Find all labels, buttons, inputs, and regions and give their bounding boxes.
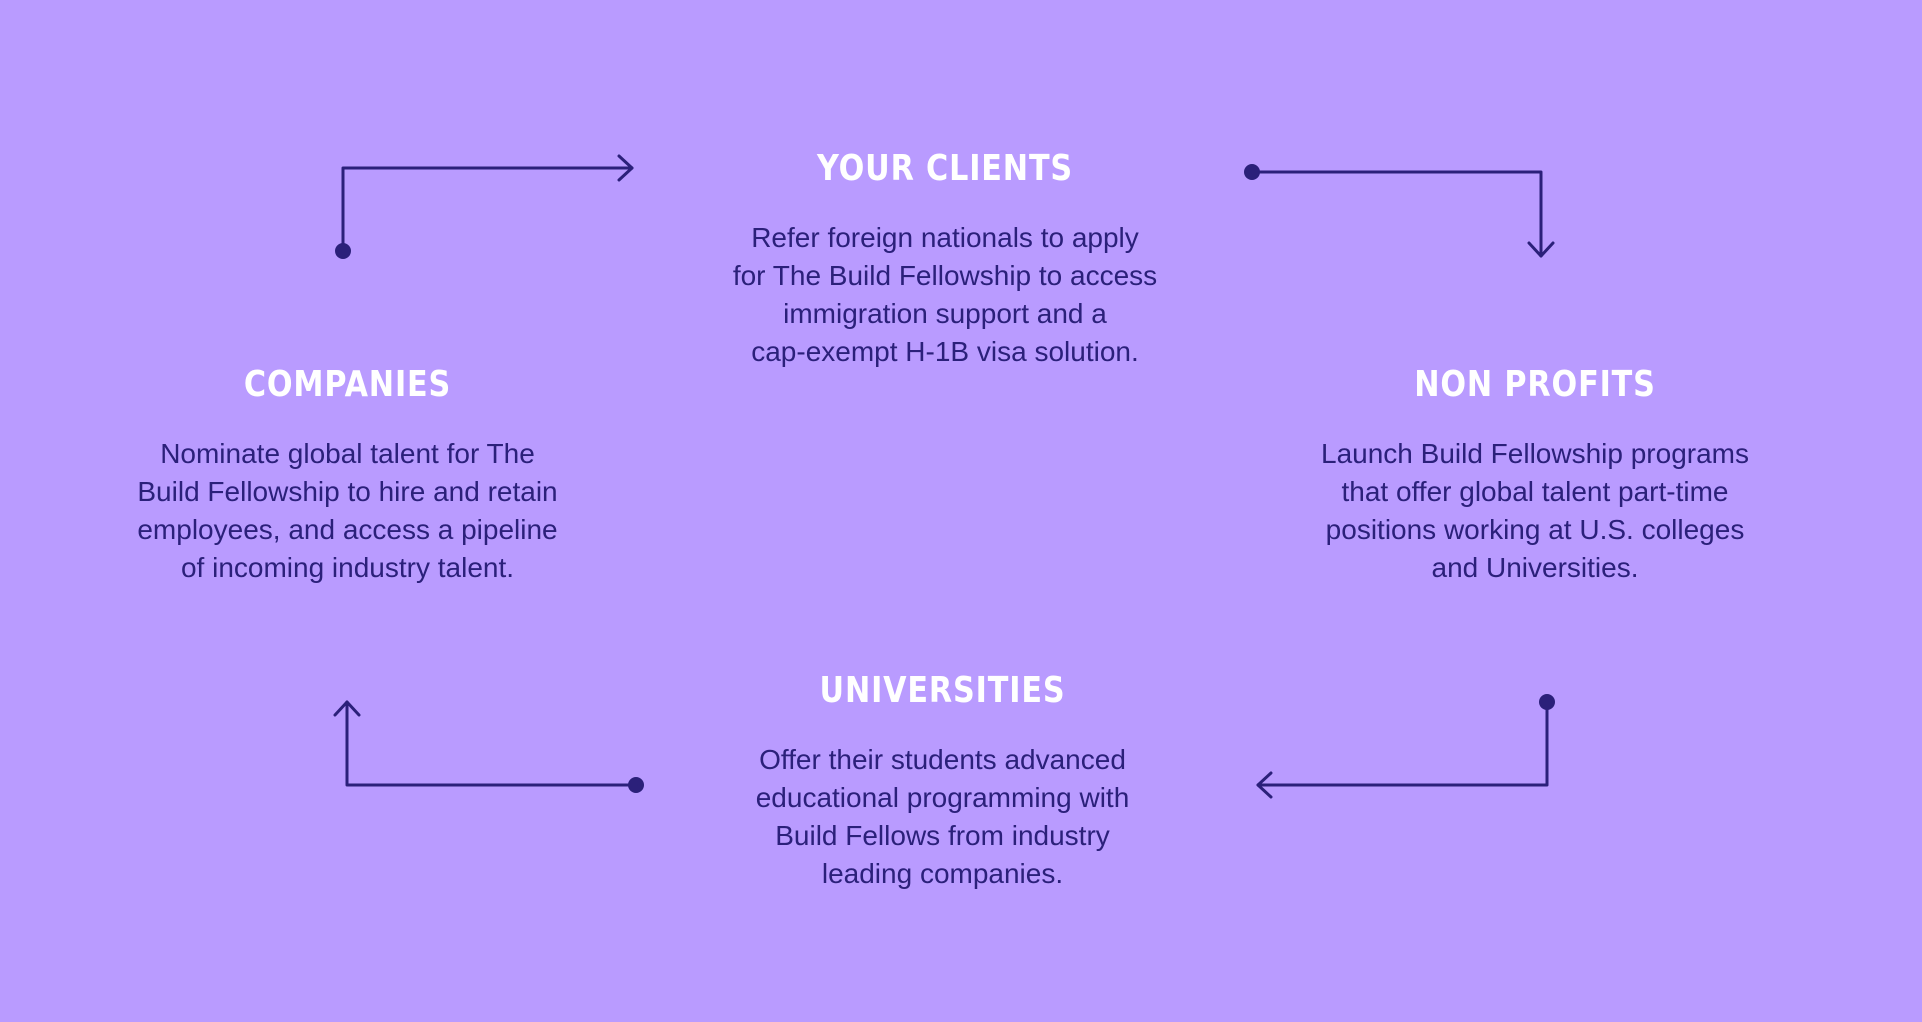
companies-node: COMPANIES Nominate global talent for The… [110,363,585,587]
companies-title: COMPANIES [243,364,452,405]
universities-description-line-4: leading companies. [821,858,1064,889]
non-profits-node: NON PROFITS Launch Build Fellowship prog… [1285,363,1785,587]
universities-description-line-1: Offer their students advanced [759,744,1126,775]
non-profits-description-line-3: positions working at U.S. colleges [1325,514,1745,545]
universities-title: UNIVERSITIES [819,670,1066,711]
your-clients-description-line-3: immigration support and a [783,298,1107,329]
non-profits-title: NON PROFITS [1414,364,1656,405]
companies-description: Nominate global talent for The Build Fel… [110,435,585,587]
your-clients-description-line-1: Refer foreign nationals to apply [751,222,1139,253]
your-clients-to-non-profits-arrow [1244,164,1555,258]
non-profits-description-line-4: and Universities. [1431,552,1639,583]
companies-to-your-clients-arrow [335,154,634,259]
your-clients-description-line-4: cap-exempt H-1B visa solution. [751,336,1139,367]
companies-description-line-4: of incoming industry talent. [180,552,515,583]
universities-to-companies-arrow [333,700,644,793]
non-profits-to-universities-arrow [1256,694,1555,799]
non-profits-description: Launch Build Fellowship programs that of… [1285,435,1785,587]
non-profits-description-line-2: that offer global talent part-time [1341,476,1729,507]
universities-description-line-2: educational programming with [755,782,1130,813]
universities-description: Offer their students advanced educationa… [705,741,1180,893]
your-clients-title: YOUR CLIENTS [816,148,1074,189]
universities-description-line-3: Build Fellows from industry [775,820,1110,851]
your-clients-node: YOUR CLIENTS Refer foreign nationals to … [700,147,1190,371]
your-clients-description-line-2: for The Build Fellowship to access [732,260,1158,291]
companies-description-line-2: Build Fellowship to hire and retain [137,476,558,507]
universities-node: UNIVERSITIES Offer their students advanc… [705,669,1180,893]
non-profits-description-line-1: Launch Build Fellowship programs [1321,438,1749,469]
your-clients-description: Refer foreign nationals to apply for The… [700,219,1190,371]
companies-description-line-1: Nominate global talent for The [160,438,535,469]
companies-description-line-3: employees, and access a pipeline [137,514,558,545]
